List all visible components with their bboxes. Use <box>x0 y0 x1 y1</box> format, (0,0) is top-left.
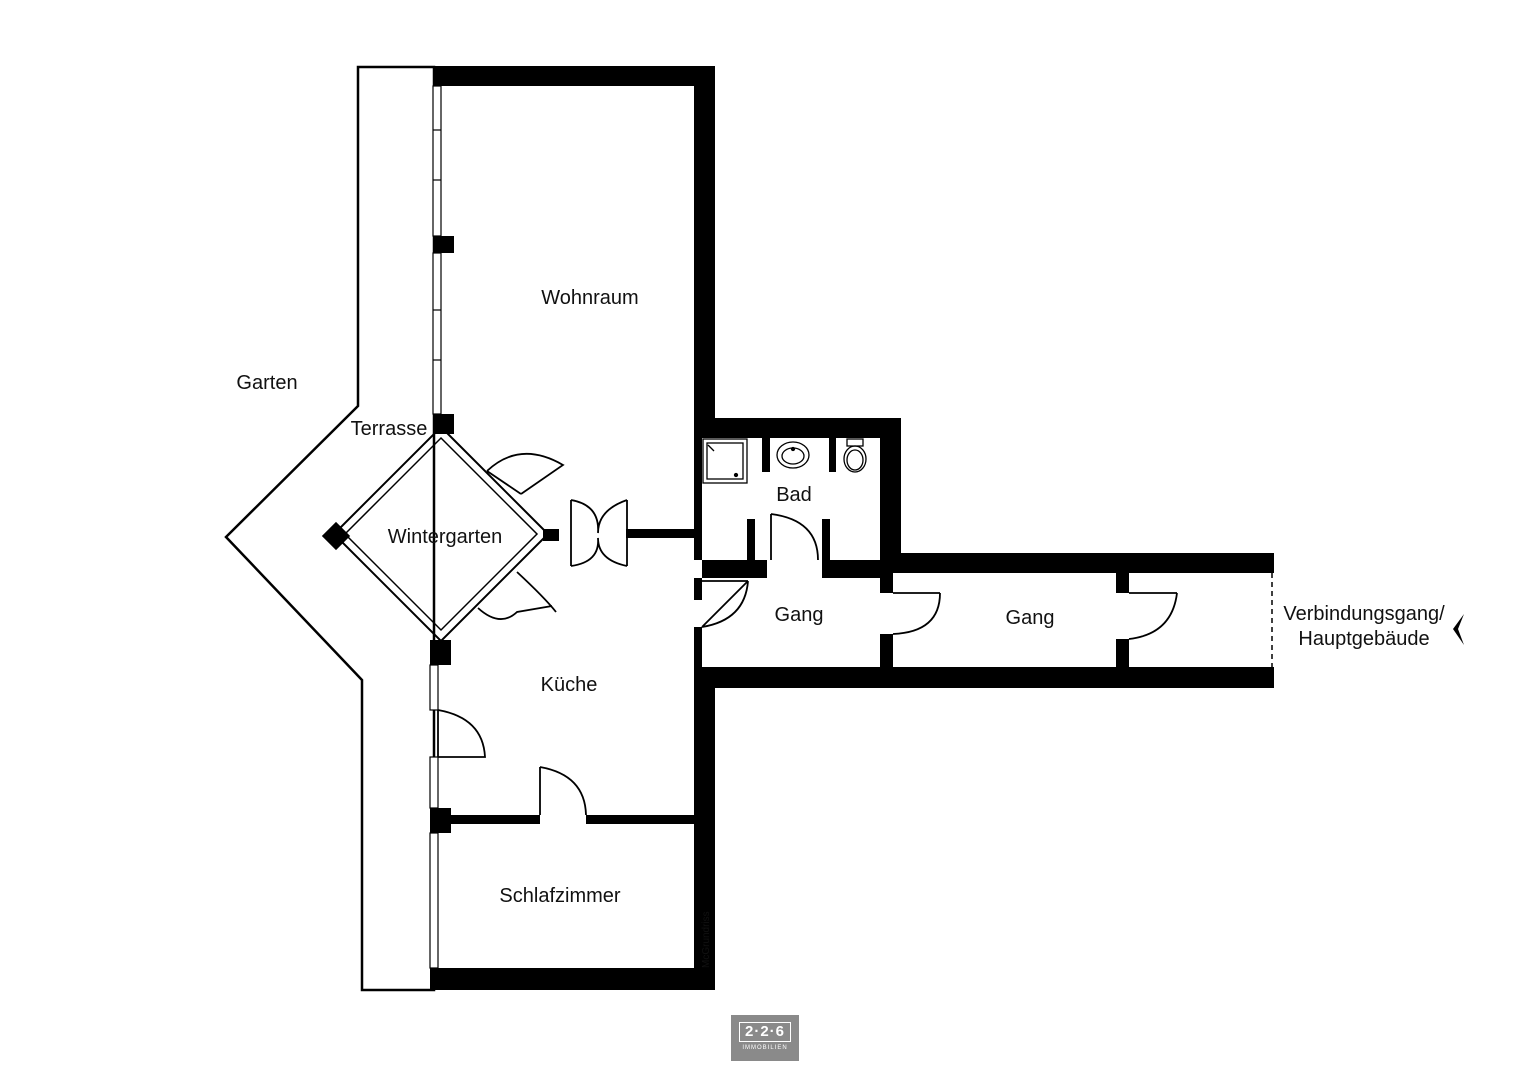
label-gang-2: Gang <box>1006 607 1055 629</box>
label-kueche: Küche <box>541 674 598 696</box>
wintergarten-walls <box>321 425 559 643</box>
windows <box>429 85 442 969</box>
label-garten: Garten <box>236 372 297 394</box>
credit-label: McGrundriss <box>701 911 712 968</box>
company-logo: 2·2·6 IMMOBILIEN <box>731 1015 799 1061</box>
label-schlafzimmer: Schlafzimmer <box>499 885 620 907</box>
label-gang-1: Gang <box>775 604 824 626</box>
entrance-arrow-icon <box>1453 614 1464 645</box>
label-wohnraum: Wohnraum <box>541 287 638 309</box>
toilet-icon <box>843 438 867 473</box>
shower-icon <box>702 438 748 484</box>
label-wintergarten: Wintergarten <box>388 526 503 548</box>
logo-subtitle: IMMOBILIEN <box>742 1045 788 1051</box>
label-bad: Bad <box>776 484 812 506</box>
label-terrasse: Terrasse <box>351 418 428 440</box>
sink-icon <box>776 441 810 469</box>
walls <box>430 66 1274 990</box>
logo-mark: 2·2·6 <box>739 1022 791 1042</box>
label-verbindungsgang-line2: Hauptgebäude <box>1298 628 1429 650</box>
doors <box>437 453 1178 816</box>
label-verbindungsgang-line1: Verbindungsgang/ <box>1283 603 1445 625</box>
